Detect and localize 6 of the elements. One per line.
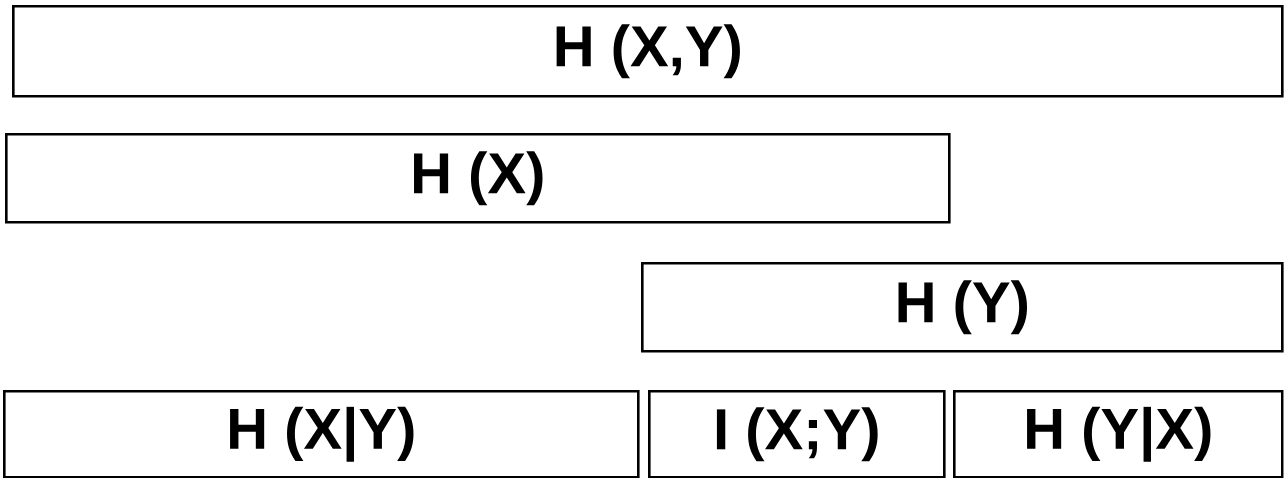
entropy-box: H (X) bbox=[5, 133, 951, 224]
entropy-box: H (Y) bbox=[641, 262, 1284, 353]
entropy-box: H (X|Y) bbox=[3, 390, 640, 478]
entropy-box: H (X,Y) bbox=[12, 5, 1284, 98]
entropy-box: I (X;Y) bbox=[648, 390, 946, 478]
entropy-box: H (Y|X) bbox=[953, 390, 1284, 478]
